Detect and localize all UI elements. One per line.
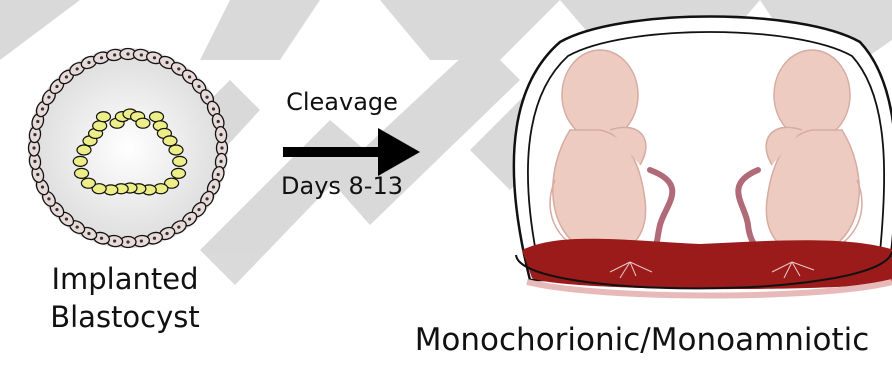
cell-nucleus — [153, 237, 156, 240]
arrow-label-bottom: Days 8-13 — [262, 172, 422, 200]
cell-nucleus — [100, 237, 103, 240]
result-label: Monochorionic/Monoamniotic — [394, 322, 890, 358]
cell-nucleus — [41, 107, 44, 110]
cell-nucleus — [41, 185, 44, 188]
inner-cell — [150, 112, 164, 122]
cell-nucleus — [212, 185, 215, 188]
cell-nucleus — [126, 240, 129, 243]
monochorionic-sac — [514, 17, 892, 296]
inner-cell — [136, 118, 150, 128]
stage-label-line1: Implanted — [20, 262, 230, 296]
cell-nucleus — [87, 232, 90, 235]
cell-nucleus — [177, 225, 180, 228]
cell-nucleus — [165, 232, 168, 235]
cell-nucleus — [126, 52, 129, 55]
inner-cell — [73, 156, 87, 166]
cell-nucleus — [55, 208, 58, 211]
cell-nucleus — [32, 146, 35, 149]
cell-nucleus — [177, 67, 180, 70]
cell-nucleus — [33, 133, 36, 136]
cell-nucleus — [113, 53, 116, 56]
inner-cell — [81, 178, 95, 188]
cell-nucleus — [76, 67, 79, 70]
cell-nucleus — [205, 197, 208, 200]
cell-nucleus — [140, 239, 143, 242]
implanted-blastocyst — [28, 48, 228, 248]
inner-cell — [169, 145, 183, 155]
inner-cell — [171, 168, 185, 178]
inner-cell — [96, 112, 110, 122]
cell-nucleus — [188, 75, 191, 78]
cell-nucleus — [212, 107, 215, 110]
cell-nucleus — [140, 53, 143, 56]
inner-cell — [173, 156, 187, 166]
cell-nucleus — [153, 56, 156, 59]
inner-cell — [93, 121, 107, 131]
cell-nucleus — [165, 61, 168, 64]
blastocyst-cavity — [28, 48, 228, 248]
arrow-label-top: Cleavage — [262, 88, 422, 116]
cell-nucleus — [55, 85, 58, 88]
cell-nucleus — [87, 61, 90, 64]
inner-cell — [163, 136, 177, 146]
cell-nucleus — [65, 217, 68, 220]
cell-nucleus — [47, 96, 50, 99]
cell-nucleus — [197, 208, 200, 211]
cell-nucleus — [113, 239, 116, 242]
stage-label-line2: Blastocyst — [20, 300, 230, 334]
inner-cell — [77, 145, 91, 155]
cell-nucleus — [188, 217, 191, 220]
cell-nucleus — [205, 96, 208, 99]
cell-nucleus — [219, 160, 222, 163]
cell-nucleus — [217, 120, 220, 123]
inner-cell — [75, 168, 89, 178]
cell-nucleus — [219, 133, 222, 136]
cell-nucleus — [100, 56, 103, 59]
cell-nucleus — [36, 120, 39, 123]
cell-nucleus — [36, 173, 39, 176]
cell-nucleus — [76, 225, 79, 228]
cell-nucleus — [33, 160, 36, 163]
fetus-left — [550, 50, 646, 255]
cell-nucleus — [65, 75, 68, 78]
fetus-right — [766, 50, 862, 255]
cell-nucleus — [217, 173, 220, 176]
cell-nucleus — [47, 197, 50, 200]
cell-nucleus — [197, 85, 200, 88]
cell-nucleus — [220, 146, 223, 149]
